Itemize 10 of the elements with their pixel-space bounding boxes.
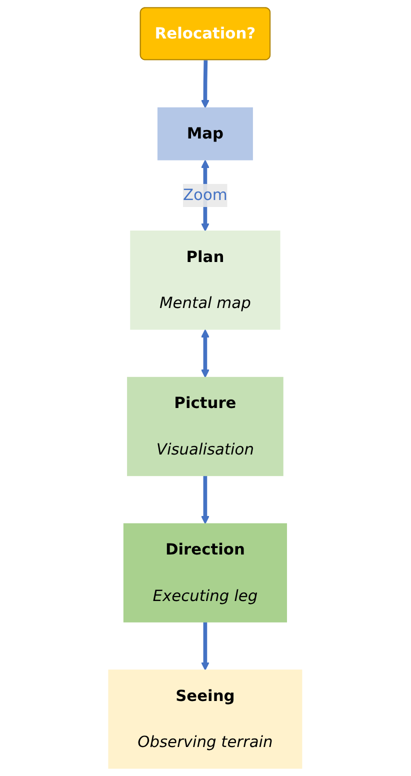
node-box: Direction Executing leg (124, 523, 288, 622)
node-box: Picture Visualisation (127, 376, 284, 476)
arrow (201, 329, 210, 378)
edge-label: Zoom (183, 186, 228, 204)
node-box: Map (158, 107, 254, 160)
arrow (201, 60, 210, 108)
arrow (201, 622, 210, 670)
node-box: Seeing Observing terrain (108, 670, 302, 769)
node-box: Plan Mental map (130, 230, 281, 330)
arrow (201, 476, 210, 524)
